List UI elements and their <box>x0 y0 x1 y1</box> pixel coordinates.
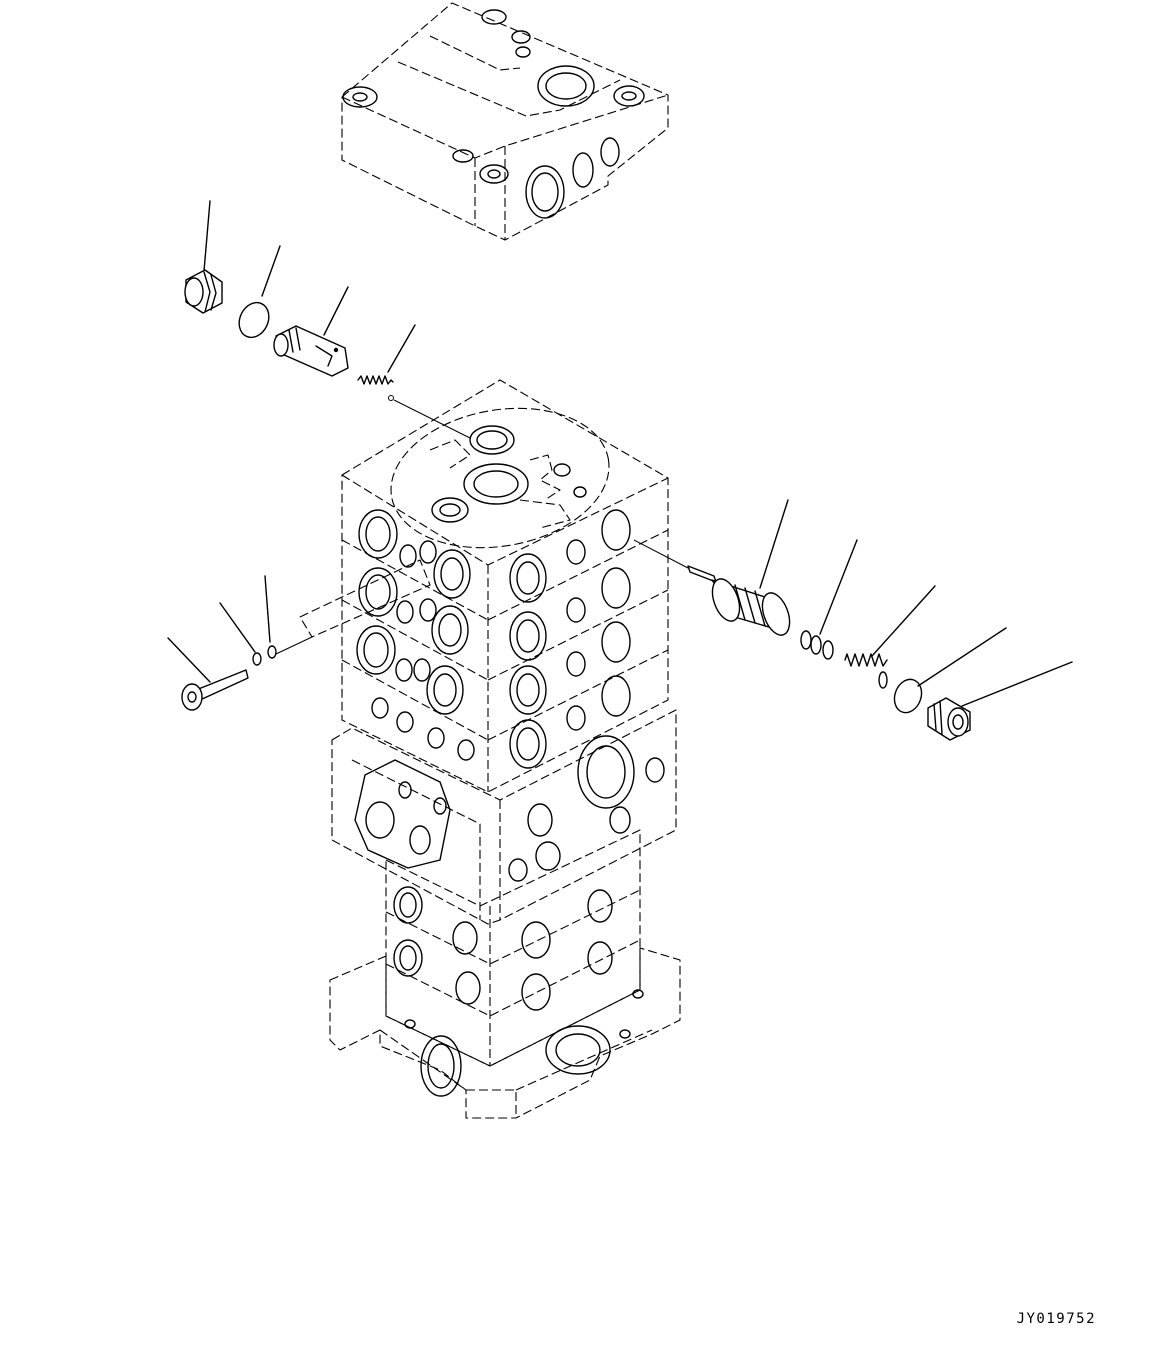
o-ring-small-icon <box>267 645 277 659</box>
left-bolt-group <box>167 559 431 711</box>
right-parts-group <box>633 499 1073 741</box>
main-valve-block <box>329 379 681 1119</box>
bolt-icon <box>181 669 249 711</box>
piston-icon <box>273 325 349 377</box>
valve-sleeve-icon <box>687 565 791 636</box>
o-ring-icon <box>238 301 270 339</box>
drawing-id-label: JY019752 <box>1016 1311 1096 1327</box>
ring-set-icon <box>800 630 834 660</box>
washer-icon <box>252 652 262 666</box>
spring-small-icon <box>844 653 888 689</box>
spring-icon <box>357 375 394 401</box>
o-ring-right-icon <box>893 678 923 714</box>
plug-right-icon <box>927 697 971 741</box>
left-parts-group <box>184 200 471 439</box>
top-cover-block <box>341 2 669 241</box>
plug-icon <box>184 269 223 314</box>
